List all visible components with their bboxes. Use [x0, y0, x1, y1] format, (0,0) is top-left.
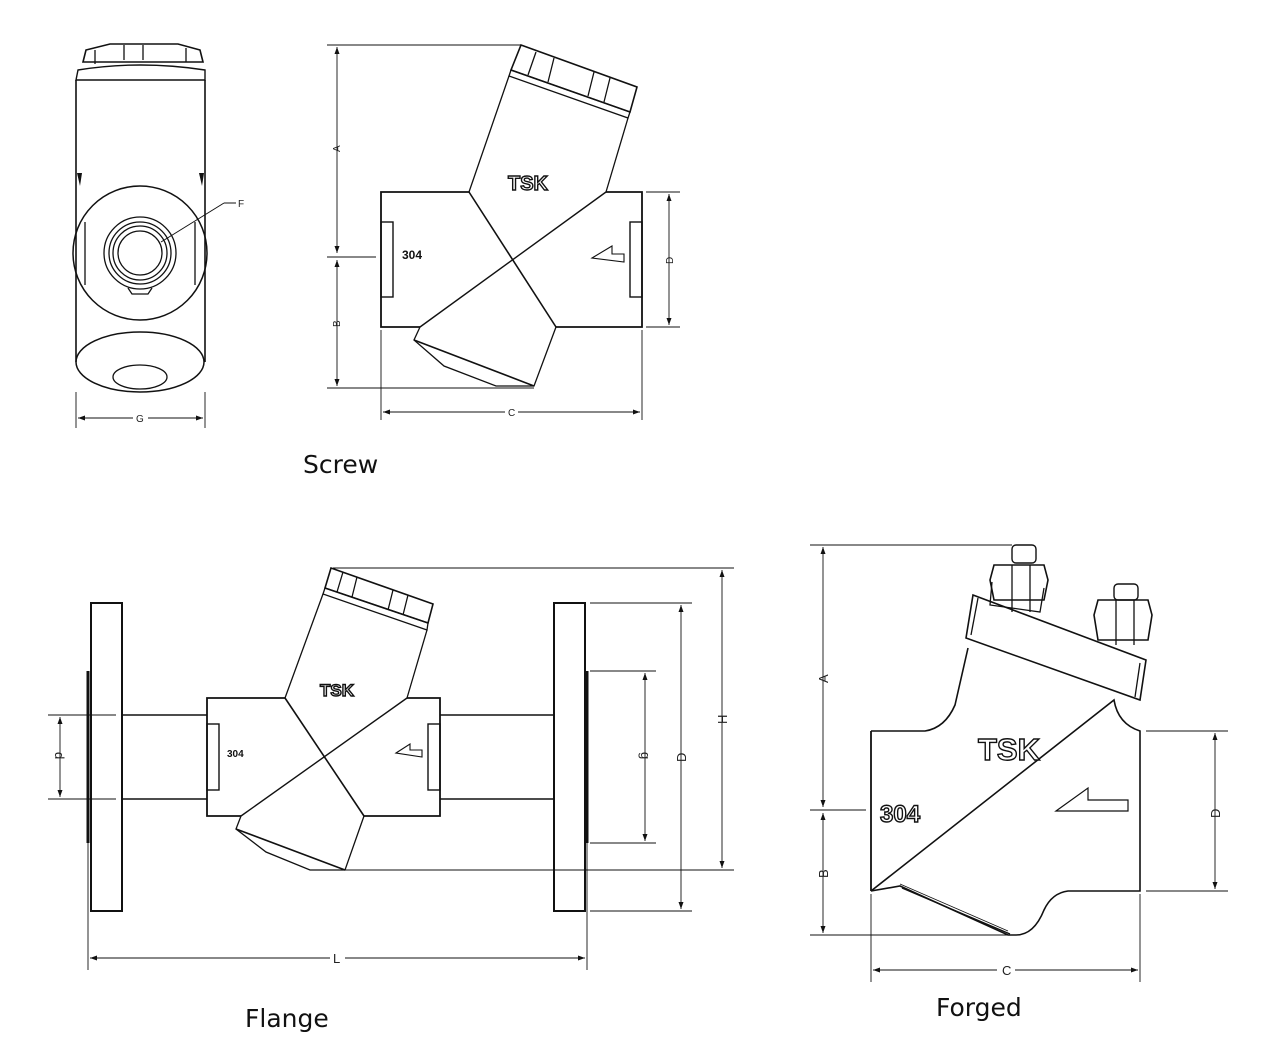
forged-label-C: C — [1002, 963, 1011, 978]
screw-label-D: D — [665, 257, 676, 264]
forged-label-A: A — [816, 674, 831, 683]
screw-label-C: C — [508, 408, 515, 419]
flange-label-D: D — [674, 753, 689, 762]
forged-label-B: B — [816, 869, 831, 878]
flange-label-L: L — [333, 951, 340, 966]
screw-brand-mark: TSK — [508, 173, 549, 195]
flange-label-H: H — [715, 715, 730, 724]
label-F: F — [238, 199, 244, 210]
forged-brand-mark: TSK — [978, 732, 1041, 767]
forged-label-D: D — [1208, 809, 1223, 818]
screw-label-B: B — [332, 320, 343, 327]
flange-brand-mark: TSK — [320, 681, 355, 700]
caption-forged: Forged — [936, 993, 1022, 1022]
caption-flange: Flange — [245, 1004, 329, 1033]
caption-screw: Screw — [303, 450, 379, 479]
flange-material-mark: 304 — [227, 749, 244, 760]
screw-front-view — [327, 43, 680, 420]
screw-side-view — [72, 43, 236, 428]
forged-material-mark: 304 — [880, 801, 921, 828]
flange-label-g: g — [638, 752, 653, 759]
forged-view — [810, 544, 1228, 982]
screw-label-A: A — [332, 145, 343, 152]
flange-label-d: d — [52, 752, 67, 759]
label-G: G — [136, 414, 144, 425]
screw-material-mark: 304 — [402, 248, 422, 262]
flange-view — [48, 566, 734, 970]
